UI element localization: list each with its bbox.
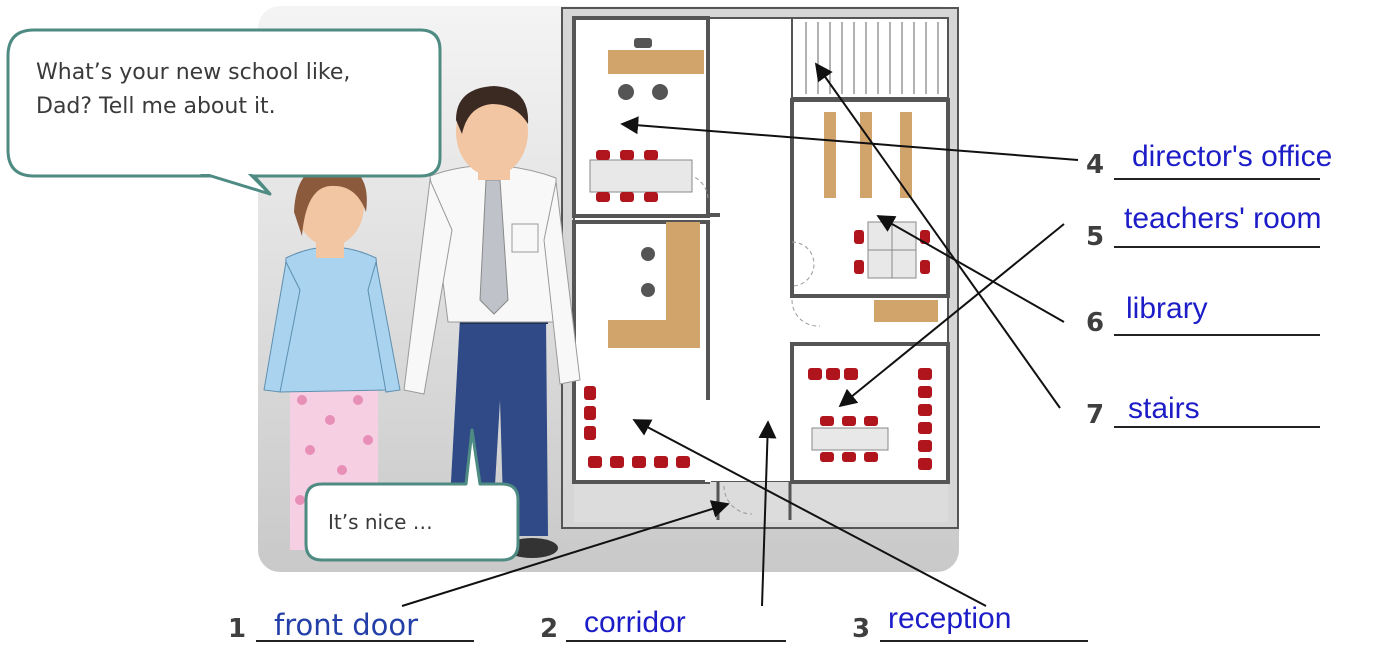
stairs xyxy=(791,17,949,99)
label-number-6: 6 xyxy=(1086,308,1105,338)
pointer-arrows xyxy=(401,62,1079,607)
bottom-speech-bubble xyxy=(304,428,520,562)
answer-5: teachers' room xyxy=(1124,202,1322,235)
label-number-3: 3 xyxy=(852,614,871,644)
dad-figure xyxy=(403,86,581,558)
answer-6: library xyxy=(1126,292,1208,325)
label-number-7: 7 xyxy=(1086,400,1105,430)
answer-line-6 xyxy=(1114,334,1320,336)
answer-7: stairs xyxy=(1128,392,1200,425)
bottom-bubble-text: It’s nice … xyxy=(328,510,433,534)
label-number-2: 2 xyxy=(540,614,559,644)
answer-line-1 xyxy=(256,640,474,642)
answer-line-3 xyxy=(880,640,1088,642)
floor-plan xyxy=(561,7,959,529)
top-bubble-text-line1: What’s your new school like, xyxy=(36,60,351,85)
answer-4: director's office xyxy=(1132,140,1333,173)
answer-2: corridor xyxy=(584,606,686,639)
answer-1: front door xyxy=(274,608,419,642)
answer-line-2 xyxy=(566,640,786,642)
label-number-1: 1 xyxy=(228,614,247,644)
top-bubble-text-line2: Dad? Tell me about it. xyxy=(36,94,276,119)
label-number-5: 5 xyxy=(1086,222,1105,252)
answer-3: reception xyxy=(888,602,1012,635)
answer-line-4 xyxy=(1114,178,1320,180)
answer-line-5 xyxy=(1114,246,1320,248)
label-number-4: 4 xyxy=(1086,150,1105,180)
answer-line-7 xyxy=(1114,426,1320,428)
